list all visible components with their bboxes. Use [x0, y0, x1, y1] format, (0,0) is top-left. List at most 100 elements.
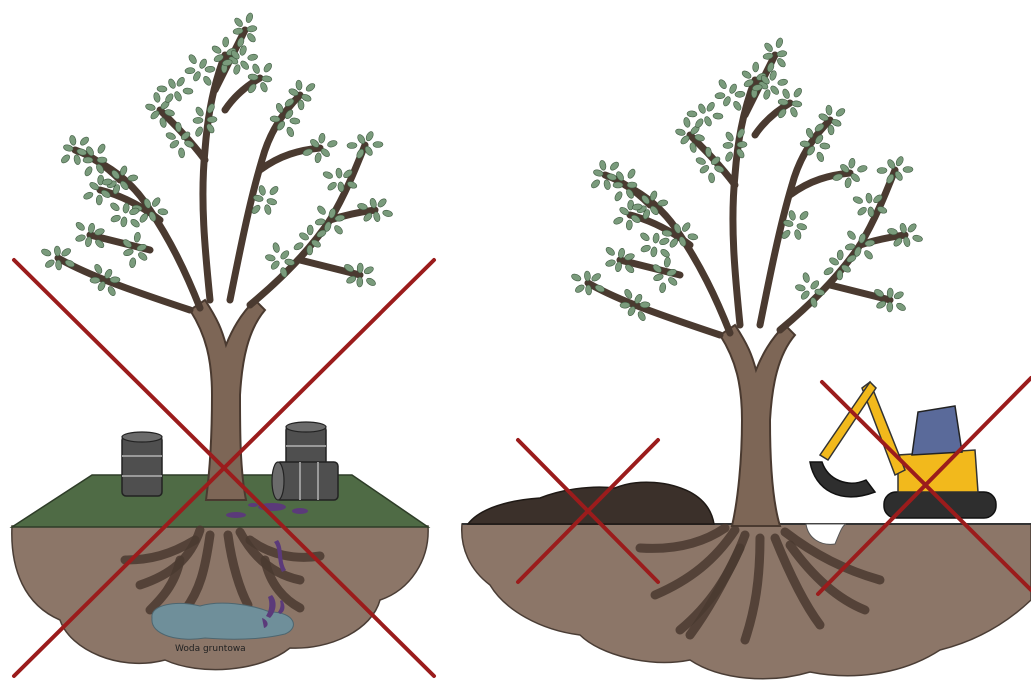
leaf [88, 223, 96, 234]
leaf [183, 88, 193, 95]
leaf [626, 220, 633, 230]
leaf [695, 156, 707, 165]
leaf [233, 64, 242, 75]
leaf [365, 277, 377, 287]
leaf [820, 142, 831, 149]
leaf [795, 284, 806, 292]
leaf [110, 214, 121, 223]
leaf [657, 199, 668, 206]
leaf [305, 82, 317, 93]
leaf [848, 158, 856, 169]
leaf [262, 75, 273, 82]
leaf [615, 261, 623, 272]
leaf [307, 245, 313, 255]
leaf [90, 277, 100, 283]
leaf [202, 75, 213, 87]
leaf [697, 103, 707, 115]
leaf [792, 100, 803, 107]
leaf [247, 53, 258, 61]
leaf [663, 257, 671, 268]
leaf [145, 103, 156, 112]
leaf [153, 92, 161, 103]
leaf [322, 170, 334, 179]
leaf [837, 250, 843, 260]
excavator-bucket [810, 462, 875, 497]
leaf [703, 116, 713, 128]
leaf [717, 78, 728, 90]
leaf [652, 233, 659, 244]
leaf [626, 168, 636, 180]
leaf [778, 99, 789, 106]
leaf [194, 126, 204, 138]
excavator-cab [912, 406, 962, 455]
left-tree-leaves [40, 12, 393, 297]
leaf [284, 258, 295, 266]
leaf [158, 208, 169, 215]
leaf [620, 302, 630, 308]
leaf [590, 272, 602, 283]
leaf [713, 113, 723, 120]
leaf [605, 246, 616, 257]
leaf [110, 277, 120, 283]
leaf [211, 44, 223, 54]
leaf [85, 236, 93, 247]
leaf [732, 100, 743, 112]
leaf [605, 259, 616, 268]
leaf [603, 179, 611, 190]
leaf [60, 153, 71, 164]
leaf [906, 222, 917, 233]
leaf [222, 37, 229, 47]
leaf [55, 260, 62, 270]
leaf [735, 91, 745, 98]
leaf [781, 88, 790, 100]
leaf [167, 78, 177, 90]
leaf [175, 76, 186, 88]
leaf [258, 185, 267, 196]
leaf [333, 224, 344, 235]
leaf [54, 246, 61, 256]
leaf [357, 263, 363, 273]
leaf [675, 128, 686, 137]
leaf [268, 185, 279, 196]
leaf [83, 157, 93, 163]
leaf [852, 195, 864, 204]
leaf [802, 272, 811, 283]
leaf [173, 91, 183, 103]
leaf [335, 168, 342, 179]
leaf [40, 248, 52, 258]
leaf [775, 37, 784, 48]
barrel-upright-left [122, 432, 162, 496]
leaf [609, 160, 620, 171]
leaf [194, 106, 204, 118]
leaf [327, 139, 338, 148]
leaf [357, 277, 363, 287]
soil-pile [468, 482, 714, 524]
excavator [810, 382, 996, 518]
leaf [659, 248, 671, 259]
leaf [792, 87, 803, 99]
right-soil-mound [462, 524, 1031, 679]
leaf [699, 164, 711, 175]
leaf [75, 234, 86, 243]
leaf [827, 125, 834, 136]
leaf [856, 206, 868, 217]
leaf [233, 17, 244, 29]
leaf [639, 231, 651, 242]
leaf [286, 126, 296, 138]
leaf [82, 191, 94, 201]
leaf [715, 92, 725, 99]
leaf [326, 181, 338, 192]
leaf [69, 135, 77, 146]
leaf [83, 165, 93, 177]
leaf [205, 66, 215, 73]
leaf [659, 282, 667, 293]
leaf [207, 116, 217, 123]
leaf [590, 178, 601, 189]
leaf [618, 248, 626, 259]
leaf [96, 143, 106, 155]
leaf [912, 234, 923, 242]
leaf [337, 182, 344, 193]
leaf [185, 67, 195, 74]
leaf [373, 211, 381, 222]
leaf [763, 89, 772, 100]
